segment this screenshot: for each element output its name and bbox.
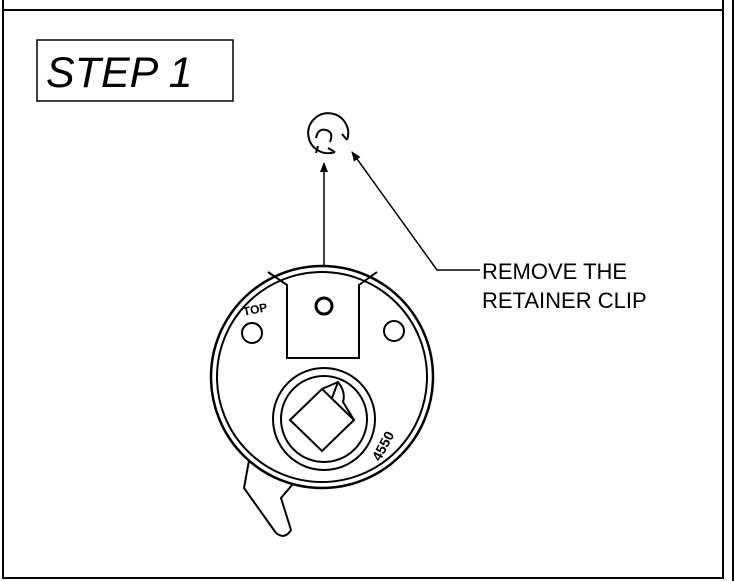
callout-line-1: REMOVE THE <box>482 259 627 284</box>
callout-line-2: RETAINER CLIP <box>482 288 647 313</box>
step-title-box: STEP 1 <box>36 39 234 102</box>
callout-leader-line <box>351 151 480 271</box>
lever-tail <box>242 454 299 537</box>
inner-disc-edge <box>216 271 428 483</box>
center-hole <box>314 296 334 316</box>
cylinder-outer <box>272 367 376 471</box>
top-label: TOP <box>242 300 269 319</box>
lock-part <box>209 264 435 537</box>
top-cutout <box>267 271 378 359</box>
cylinder-inner <box>280 375 368 463</box>
left-hole <box>241 322 263 344</box>
step-title: STEP 1 <box>46 49 193 97</box>
right-hole <box>383 320 405 342</box>
retainer-clip-icon <box>307 112 350 155</box>
